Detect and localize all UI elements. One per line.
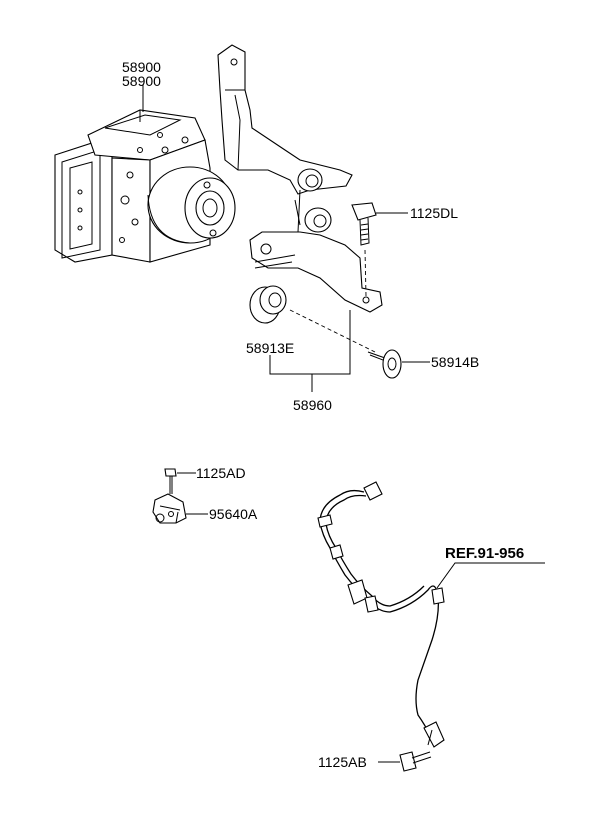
bolt-1125ad	[164, 468, 177, 494]
bolt-58914b	[367, 349, 402, 379]
bolt-1125dl	[351, 202, 377, 297]
hecu-module	[54, 109, 236, 263]
label-58914b: 58914B	[431, 354, 479, 370]
label-ref: REF.91-956	[445, 545, 524, 562]
bolt-1125ab	[399, 751, 432, 772]
label-1125ab: 1125AB	[318, 754, 367, 770]
label-58913e: 58913E	[246, 340, 294, 356]
leader-ref	[436, 562, 545, 589]
label-1125dl: 1125DL	[410, 205, 458, 221]
label-95640a: 95640A	[209, 506, 258, 522]
speed-sensor-cable	[317, 481, 445, 748]
bushing-58913e	[249, 285, 376, 353]
label-58960: 58960	[293, 397, 332, 413]
leader-58960-bracket	[269, 310, 351, 375]
label-1125ad: 1125AD	[196, 465, 246, 481]
mounting-bracket	[217, 44, 383, 313]
label-hecu-a: 58900	[122, 59, 161, 75]
sensor-95640a	[152, 493, 187, 524]
label-hecu-b: 58900	[122, 73, 161, 89]
